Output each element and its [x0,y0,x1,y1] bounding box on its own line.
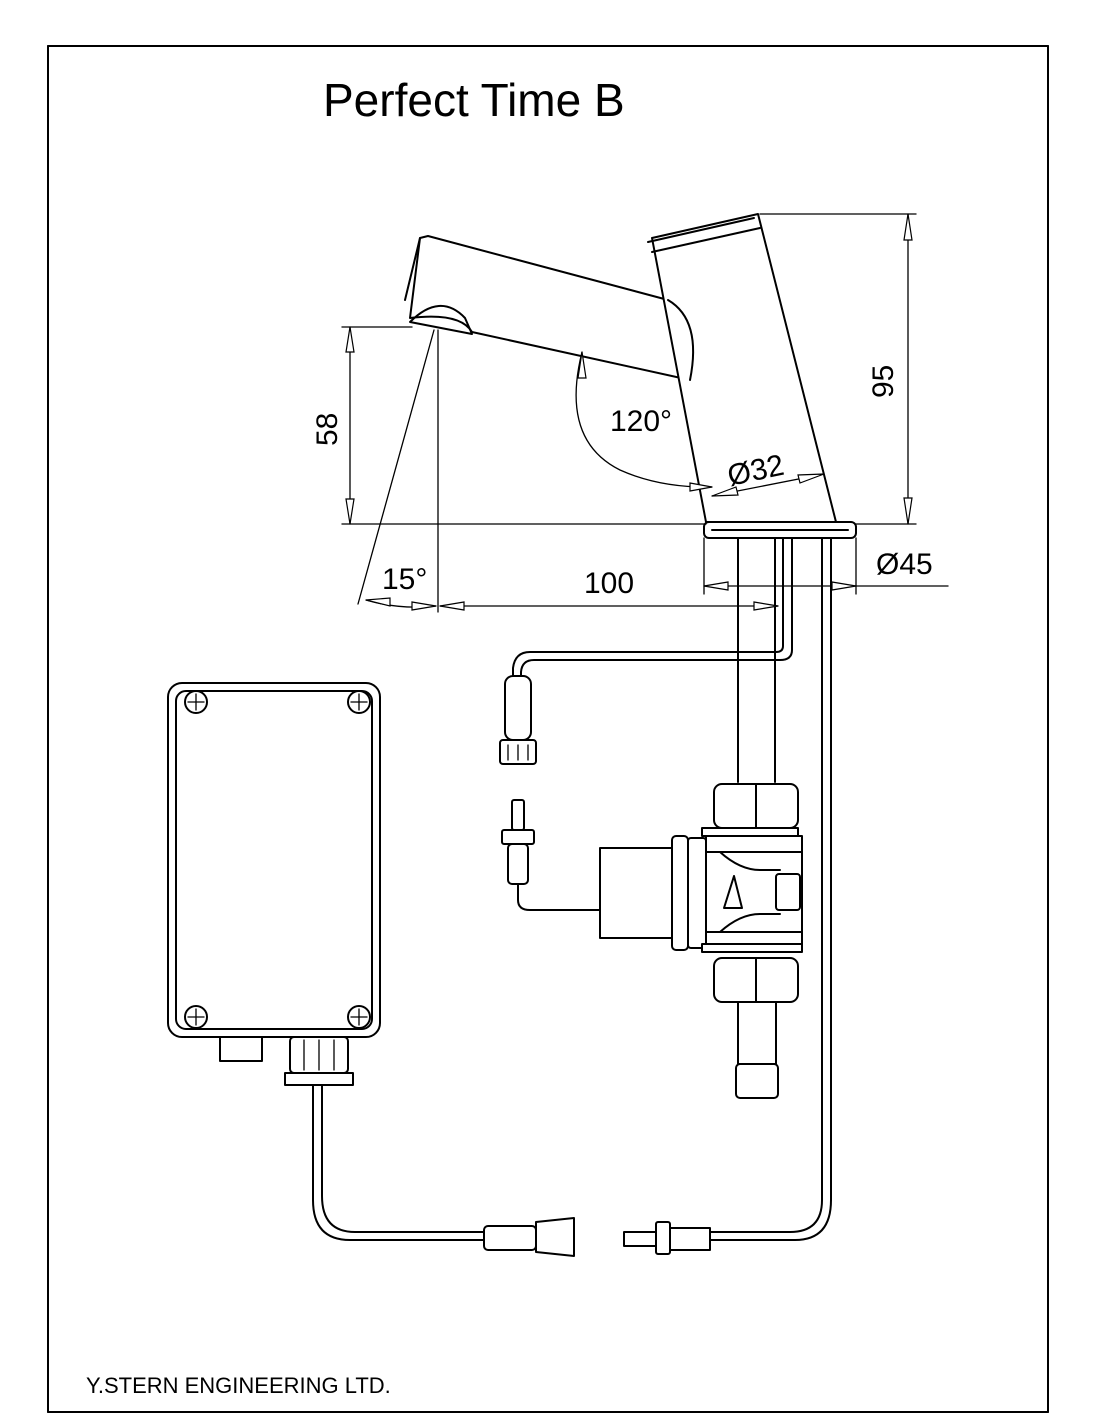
drawing-frame [47,45,1049,1413]
control-box [167,682,485,1241]
sensor-connector-upper [499,675,537,765]
screw-icon [347,690,371,714]
solenoid-connector [501,799,601,911]
screw-icon [184,1005,208,1029]
dim-base-diameter: Ø45 [876,548,933,581]
screw-icon [184,690,208,714]
drawing-title: Perfect Time B [323,74,625,126]
solenoid-valve [599,783,803,1099]
company-name: Y.STERN ENGINEERING LTD. [86,1373,391,1398]
dim-reach: 100 [584,567,634,600]
dim-angle-flow: 15° [382,563,427,596]
faucet-body [404,213,857,1201]
cable-connector-pair [483,1199,832,1257]
dim-angle-spout: 120° [610,405,672,438]
dim-height-total: 95 [867,365,900,398]
dimension-lines [341,213,949,613]
screw-icon [347,1005,371,1029]
dim-height-outlet: 58 [311,413,344,446]
